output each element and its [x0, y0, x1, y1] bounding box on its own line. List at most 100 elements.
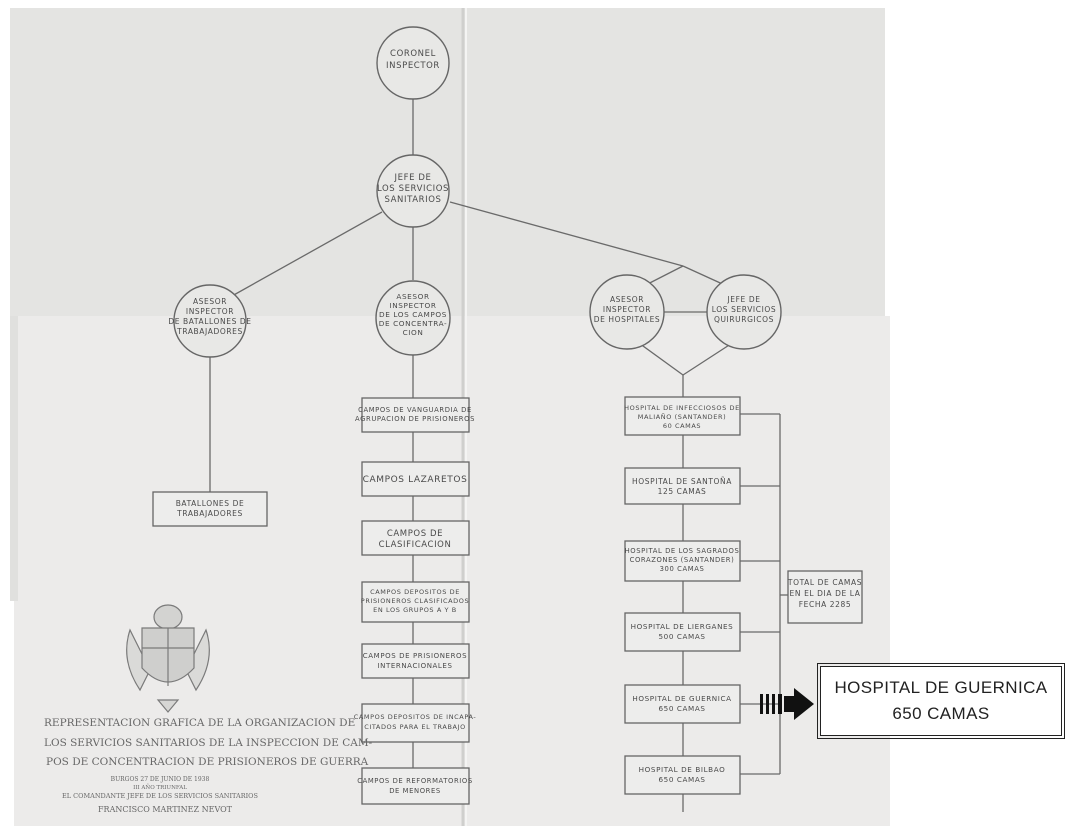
text-line: PRISIONEROS CLASIFICADOS — [361, 597, 469, 605]
box-batallones — [152, 491, 268, 527]
coat-of-arms-emblem — [126, 604, 210, 713]
text-line: CAMPOS DE VANGUARDIA DE — [358, 406, 472, 414]
caption-line-3: POS DE CONCENTRACION DE PRISIONEROS DE G… — [46, 756, 369, 768]
text-line: CION — [403, 328, 424, 337]
text-line: MALIAÑO (SANTANDER) — [638, 412, 727, 421]
box-campos-1 — [361, 397, 470, 433]
box-campos-3 — [361, 520, 470, 556]
text-line: HOSPITAL DE LOS SAGRADOS — [625, 547, 740, 555]
box-campos-5 — [361, 643, 470, 679]
text-line: CAMPOS DEPOSITOS DE — [370, 588, 460, 596]
text-line: FECHA 2285 — [799, 600, 852, 609]
text-line: INSPECTOR — [603, 305, 651, 314]
text-line: CORONEL — [390, 49, 436, 59]
text-line: INSPECTOR — [389, 301, 436, 310]
text-line: ASESOR — [610, 295, 644, 304]
box-campos-6 — [361, 703, 470, 743]
callout-arrow — [760, 688, 814, 720]
coronel-text: CORONEL INSPECTOR — [386, 49, 440, 71]
box-campos-7 — [361, 767, 470, 805]
text-line: TRABAJADORES — [176, 327, 243, 336]
text-line: SANITARIOS — [384, 195, 441, 205]
node-asesor-bat-circle — [173, 284, 247, 358]
text-line: HOSPITAL DE GUERNICA — [632, 694, 731, 703]
signature-name: FRANCISCO MARTINEZ NEVOT — [98, 805, 233, 814]
text-line: EN LOS GRUPOS A Y B — [373, 606, 457, 614]
text-line: CAMPOS DE PRISIONEROS — [363, 652, 467, 660]
node-jefe-quir-circle — [706, 274, 782, 350]
text-line: HOSPITAL DE LIERGANES — [631, 622, 734, 631]
text-line: CORAZONES (SANTANDER) — [630, 556, 735, 564]
text-line: DE MENORES — [389, 787, 441, 795]
text-line: 300 CAMAS — [660, 565, 705, 573]
text-line: BATALLONES DE — [176, 499, 245, 508]
text-line: DE HOSPITALES — [594, 315, 661, 324]
box-hosp-5 — [624, 684, 741, 724]
text-line: INTERNACIONALES — [377, 662, 452, 670]
text-line: CLASIFICACION — [379, 540, 452, 550]
text-line: 125 CAMAS — [658, 487, 707, 496]
text-line: CAMPOS DE — [387, 529, 443, 539]
text-line: ASESOR — [193, 297, 227, 306]
node-asesor-hosp-circle — [589, 274, 665, 350]
text-line: QUIRURGICOS — [714, 315, 774, 324]
text-line: 650 CAMAS — [658, 775, 705, 784]
text-line: JEFE DE — [394, 173, 432, 183]
node-coronel-circle — [376, 26, 450, 100]
text-line: AGRUPACION DE PRISIONEROS — [355, 415, 475, 423]
text-line: TRABAJADORES — [176, 509, 243, 518]
text-line: INSPECTOR — [386, 61, 440, 71]
box-hosp-6 — [624, 755, 741, 795]
caption-line-1: REPRESENTACION GRAFICA DE LA ORGANIZACIO… — [44, 717, 355, 729]
text-line: HOSPITAL DE INFECCIOSOS DE — [624, 404, 740, 412]
text-line: HOSPITAL DE SANTOÑA — [632, 477, 732, 486]
text-line: HOSPITAL DE BILBAO — [639, 765, 726, 774]
box-hosp-3 — [624, 540, 741, 582]
text-line: 60 CAMAS — [663, 422, 701, 430]
text-line: 650 CAMAS — [658, 704, 705, 713]
caption-line-2: LOS SERVICIOS SANITARIOS DE LA INSPECCIO… — [44, 737, 373, 749]
text-line: INSPECTOR — [186, 307, 234, 316]
campos-5-text: CAMPOS DE PRISIONEROS INTERNACIONALES — [363, 652, 467, 670]
text-line: DE BATALLONES DE — [168, 317, 251, 326]
signature-title: EL COMANDANTE JEFE DE LOS SERVICIOS SANI… — [62, 792, 258, 800]
box-hosp-1 — [624, 396, 741, 436]
edge-jefe-asesor-bat — [231, 211, 383, 297]
paper-sheet-lower — [14, 316, 890, 826]
paper-sheet-left-edge — [10, 316, 18, 601]
campos-6-text: CAMPOS DEPOSITOS DE INCAPA- CITADOS PARA … — [354, 713, 477, 731]
text-line: DE CONCENTRA- — [379, 319, 448, 328]
callout-line-1: HOSPITAL DE GUERNICA — [834, 678, 1048, 697]
text-line: LOS SERVICIOS — [377, 184, 449, 194]
text-line: CAMPOS DEPOSITOS DE INCAPA- — [354, 713, 477, 721]
text-line: TOTAL DE CAMAS — [787, 578, 862, 587]
callout-box: HOSPITAL DE GUERNICA 650 CAMAS — [817, 663, 1065, 739]
campos-2-text: CAMPOS LAZARETOS — [363, 475, 468, 485]
text-line: DE LOS CAMPOS — [379, 310, 447, 319]
text-line: CITADOS PARA EL TRABAJO — [364, 723, 466, 731]
box-campos-4 — [361, 581, 470, 623]
text-line: LOS SERVICIOS — [712, 305, 777, 314]
node-asesor-campos-circle — [375, 280, 451, 356]
box-campos-2 — [361, 461, 470, 497]
text-line: ASESOR — [396, 292, 429, 301]
signature-year: III AÑO TRIUNFAL — [133, 783, 187, 791]
box-total — [787, 570, 863, 624]
callout-line-2: 650 CAMAS — [892, 704, 990, 723]
